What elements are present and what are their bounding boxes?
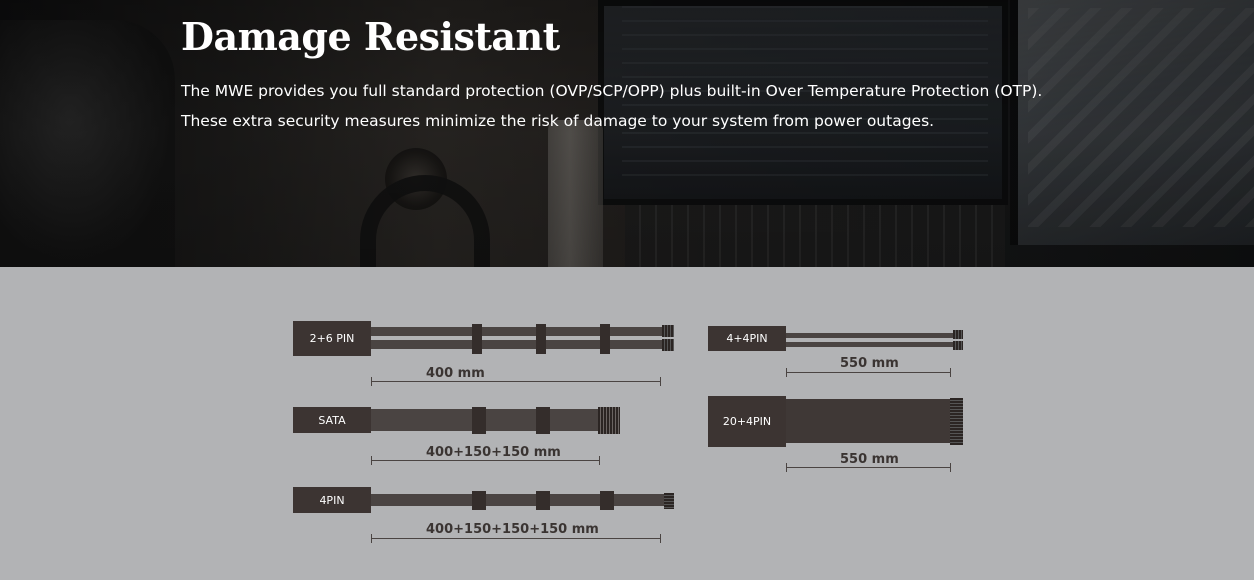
wire [371, 409, 601, 431]
wire [371, 494, 665, 506]
pin-plug [664, 493, 674, 509]
cable-length-label: 550 mm [840, 452, 899, 467]
hero-description-line-2: These extra security measures minimize t… [181, 112, 935, 130]
connector-label-4pin: 4PIN [293, 487, 371, 513]
hero-overlay [0, 0, 1254, 267]
dimension-line [786, 368, 951, 377]
wire [786, 333, 956, 338]
cable-clip [600, 324, 610, 354]
cable-length-label: 550 mm [840, 356, 899, 371]
wire-bundle [786, 399, 952, 443]
pin-plug [662, 339, 674, 351]
cable-length-label: 400 mm [426, 366, 485, 381]
cable-clip [472, 407, 486, 434]
chair-image [0, 20, 175, 267]
pin-plug [953, 330, 963, 339]
cable-clip [536, 491, 550, 510]
atx-plug [950, 398, 963, 445]
hero-description: The MWE provides you full standard prote… [181, 76, 1061, 136]
dimension-line [371, 534, 661, 543]
connector-label-2-6-pin: 2+6 PIN [293, 321, 371, 356]
connector-label-4-4-pin: 4+4PIN [708, 326, 786, 351]
cable-clip [472, 491, 486, 510]
keyboard-image [625, 205, 1005, 267]
connector-label-sata: SATA [293, 407, 371, 433]
wire [371, 340, 665, 349]
dimension-line [786, 463, 951, 472]
connector-label-20-4-pin: 20+4PIN [708, 396, 786, 447]
pin-plug [953, 341, 963, 350]
monitor-image-right [1010, 0, 1254, 245]
wire [371, 327, 665, 336]
cable-length-label: 400+150+150+150 mm [426, 522, 599, 537]
wire [786, 342, 956, 347]
dimension-line [371, 377, 661, 386]
pin-plug [662, 325, 674, 337]
cable-clip [600, 491, 614, 510]
bottle-image [548, 120, 603, 267]
hero-banner: Damage Resistant The MWE provides you fu… [0, 0, 1254, 267]
sata-plug [598, 407, 620, 434]
cable-clip [536, 324, 546, 354]
page-title: Damage Resistant [181, 14, 560, 59]
hero-description-line-1: The MWE provides you full standard prote… [181, 82, 1043, 100]
cable-diagram: 2+6 PIN 400 mm SATA 400+150+150 mm 4PIN … [0, 267, 1254, 580]
dimension-line [371, 456, 600, 465]
monitor-image [598, 0, 1008, 205]
cable-clip [536, 407, 550, 434]
cable-clip [472, 324, 482, 354]
cable-length-label: 400+150+150 mm [426, 445, 561, 460]
